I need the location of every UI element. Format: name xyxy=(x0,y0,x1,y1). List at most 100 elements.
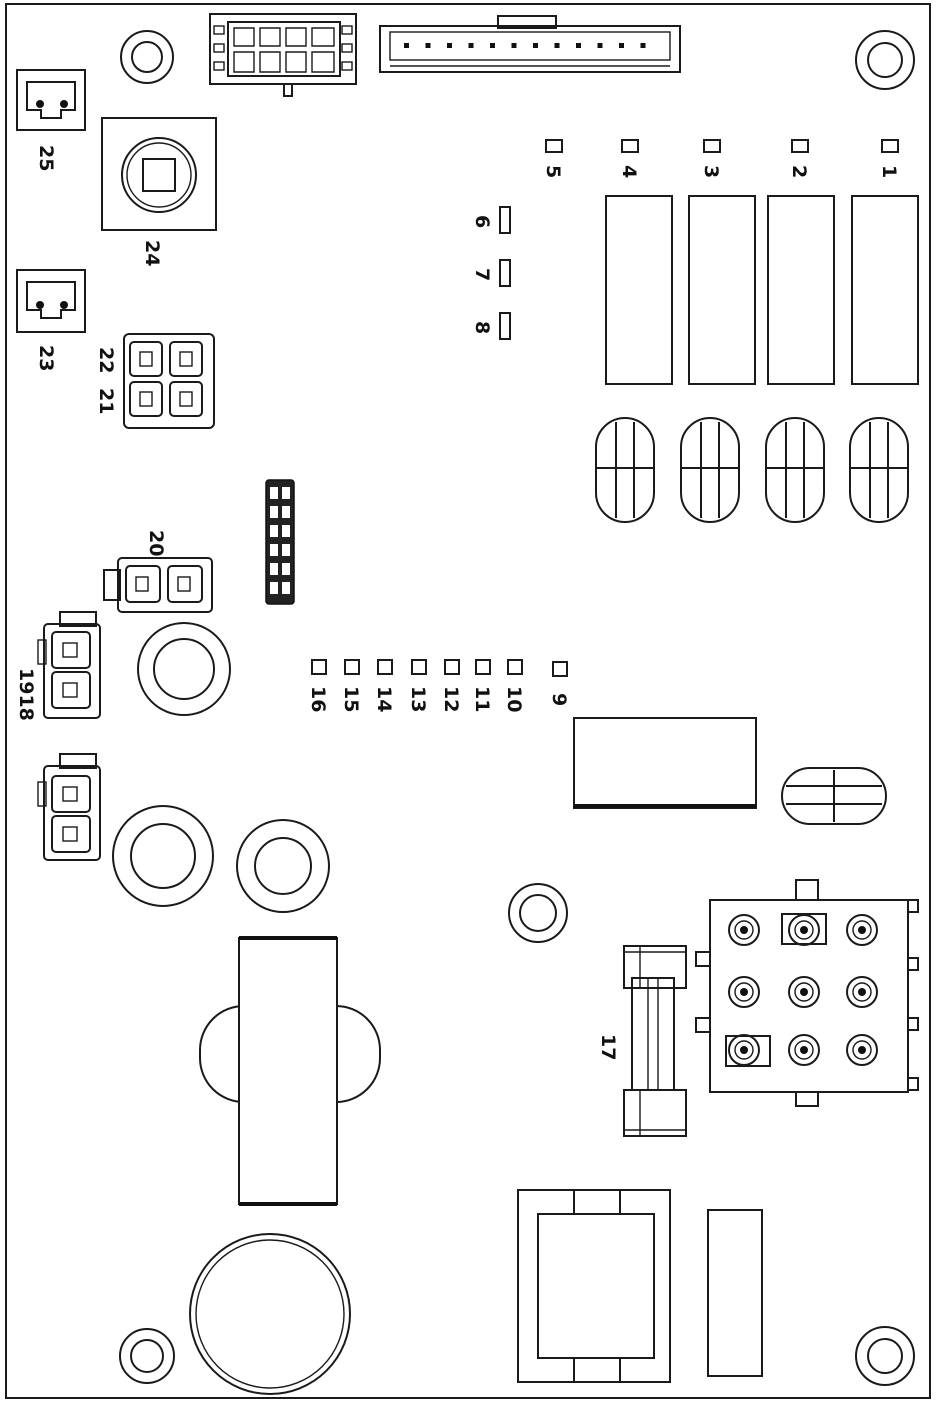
mounting-hole-bottom-right xyxy=(855,1326,915,1386)
header-pin xyxy=(597,43,603,48)
capacitor-capsule-3 xyxy=(680,417,740,523)
inductor-ring-small xyxy=(137,622,231,716)
mounting-hole-bottom-left xyxy=(119,1328,175,1384)
led-13 xyxy=(411,659,427,675)
ic-cell xyxy=(270,525,278,537)
label-5: 5 xyxy=(542,165,564,178)
power-pin-inner xyxy=(734,1040,754,1060)
label-12: 12 xyxy=(440,686,462,712)
mounting-hole-top-right xyxy=(855,30,915,90)
capacitor-capsule-4 xyxy=(595,417,655,523)
led-2 xyxy=(791,139,809,153)
connector-2-pin-lower xyxy=(37,753,101,861)
connector-9-pin xyxy=(695,879,919,1107)
header-pin xyxy=(533,43,538,48)
power-pin-core xyxy=(740,988,748,996)
connector-20 xyxy=(103,557,213,613)
resistor-block-bottom xyxy=(707,1209,763,1377)
power-pin-inner xyxy=(852,982,872,1002)
label-24: 24 xyxy=(141,240,163,266)
power-pin xyxy=(728,914,760,946)
power-pin-core xyxy=(740,1046,748,1054)
relay-1 xyxy=(851,195,919,385)
label-23: 23 xyxy=(35,345,57,371)
transformer xyxy=(199,936,381,1206)
label-13: 13 xyxy=(407,686,429,712)
label-20: 20 xyxy=(145,530,167,556)
label-1918: 1918 xyxy=(15,668,37,721)
ic-cell xyxy=(270,582,278,594)
power-pin xyxy=(788,1034,820,1066)
power-pin xyxy=(846,914,878,946)
ic-cell xyxy=(282,582,290,594)
label-9: 9 xyxy=(548,693,570,706)
header-pin xyxy=(554,43,560,48)
power-pin-inner xyxy=(794,1040,814,1060)
label-16: 16 xyxy=(307,686,329,712)
relay-3 xyxy=(688,195,756,385)
power-pin-inner xyxy=(794,982,814,1002)
connector-18-19 xyxy=(37,611,101,719)
power-pin-core xyxy=(800,1046,808,1054)
capacitor-capsule-horizontal xyxy=(781,767,887,825)
capacitor-large-round xyxy=(189,1233,351,1395)
connector-23 xyxy=(16,269,86,333)
led-15 xyxy=(344,659,360,675)
ic-cell xyxy=(282,525,290,537)
power-pin-core xyxy=(800,988,808,996)
mounting-hole-middle xyxy=(508,883,568,943)
led-6 xyxy=(499,206,511,234)
power-pin-core xyxy=(858,988,866,996)
ic-cell xyxy=(282,563,290,575)
ic-cell xyxy=(270,487,278,499)
led-10 xyxy=(507,659,523,675)
led-1 xyxy=(881,139,899,153)
led-11 xyxy=(475,659,491,675)
power-pin-inner xyxy=(734,982,754,1002)
label-15: 15 xyxy=(340,686,362,712)
inductor-ring-large-right xyxy=(236,819,330,913)
inductor-ring-large-left xyxy=(112,805,214,907)
led-12 xyxy=(444,659,460,675)
led-5 xyxy=(545,139,563,153)
power-pin xyxy=(846,1034,878,1066)
capacitor-capsule-2 xyxy=(765,417,825,523)
label-4: 4 xyxy=(618,165,640,178)
ic-cell xyxy=(282,506,290,518)
header-pin xyxy=(640,43,646,48)
label-1: 1 xyxy=(878,165,900,178)
power-pin-core xyxy=(800,926,808,934)
connector-21-22 xyxy=(123,333,215,429)
header-pin xyxy=(425,43,431,48)
ic-cell xyxy=(282,544,290,556)
label-8: 8 xyxy=(471,321,493,334)
relay-4 xyxy=(605,195,673,385)
label-25: 25 xyxy=(35,145,57,171)
power-pin-core xyxy=(858,1046,866,1054)
ic-cell xyxy=(270,506,278,518)
label-21: 21 xyxy=(95,388,117,414)
label-22: 22 xyxy=(95,347,117,373)
switch-24 xyxy=(101,117,217,231)
header-pin xyxy=(576,43,581,48)
header-pin xyxy=(619,43,624,48)
power-pin-core xyxy=(740,926,748,934)
power-pin-inner xyxy=(852,1040,872,1060)
power-pin xyxy=(846,976,878,1008)
header-pin xyxy=(404,43,409,48)
connector-25 xyxy=(16,69,86,131)
ic-cell xyxy=(270,544,278,556)
ic-strip xyxy=(265,479,295,605)
power-pin-inner xyxy=(734,920,754,940)
relay-2 xyxy=(767,195,835,385)
label-2: 2 xyxy=(788,165,810,178)
relay-large xyxy=(573,717,757,809)
mounting-hole-top-left xyxy=(120,30,174,84)
board-outline xyxy=(5,3,931,1399)
ribbon-header-top xyxy=(379,15,681,73)
power-pin xyxy=(728,976,760,1008)
power-pin xyxy=(788,914,820,946)
header-pin xyxy=(511,43,517,48)
fuse-17 xyxy=(623,945,687,1137)
